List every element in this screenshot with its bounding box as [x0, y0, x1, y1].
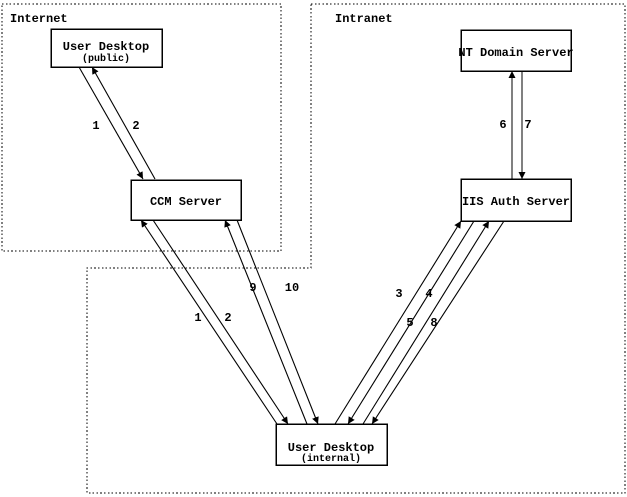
- user-desktop-public-subtitle: (public): [82, 53, 130, 65]
- edge-1-desktop-public-to-ccm: [78, 66, 144, 180]
- edge-10-ccm-to-desktop-internal: [236, 219, 319, 425]
- edge-label-1-public: 1: [92, 119, 99, 133]
- edge-8-iis-to-desktop-internal: [371, 220, 505, 425]
- internet-zone-label: Internet: [10, 12, 68, 26]
- user-desktop-public-box: [50, 28, 163, 68]
- edge-2-ccm-to-desktop-internal: [152, 219, 289, 425]
- edge-label-2-public: 2: [132, 119, 139, 133]
- edge-label-8: 8: [430, 316, 437, 330]
- iis-auth-server-title: IIS Auth Server: [462, 195, 570, 209]
- intranet-zone-label: Intranet: [335, 12, 393, 26]
- edge-label-3: 3: [395, 287, 402, 301]
- user-desktop-public-title: User Desktop: [63, 40, 149, 54]
- ccm-server-box: [130, 179, 242, 221]
- edge-3-desktop-internal-to-iis: [334, 220, 462, 425]
- edge-label-9: 9: [249, 281, 256, 295]
- edge-5-desktop-internal-to-iis: [362, 220, 490, 425]
- edge-4-iis-to-desktop-internal: [347, 220, 475, 425]
- ccm-server-title: CCM Server: [150, 195, 222, 209]
- edge-label-5: 5: [406, 316, 413, 330]
- edge-label-7: 7: [524, 118, 531, 132]
- edge-label-4: 4: [425, 287, 432, 301]
- edge-1-desktop-internal-to-ccm: [140, 219, 278, 425]
- edge-label-1-internal: 1: [194, 311, 201, 325]
- nt-domain-server-title: NT Domain Server: [458, 46, 573, 60]
- edge-label-2-internal: 2: [224, 311, 231, 325]
- user-desktop-internal-subtitle: (internal): [301, 453, 361, 465]
- user-desktop-internal-box: [275, 423, 388, 466]
- nt-domain-server-box: [460, 29, 572, 72]
- edge-label-6: 6: [499, 118, 506, 132]
- edge-9-desktop-internal-to-ccm: [224, 219, 308, 425]
- iis-auth-server-box: [460, 178, 572, 222]
- edge-label-10: 10: [285, 281, 299, 295]
- internet-zone-border: [1, 3, 282, 252]
- user-desktop-internal-title: User Desktop: [288, 441, 374, 455]
- edge-2-ccm-to-desktop-public: [91, 66, 156, 180]
- intranet-zone-border: [86, 3, 626, 494]
